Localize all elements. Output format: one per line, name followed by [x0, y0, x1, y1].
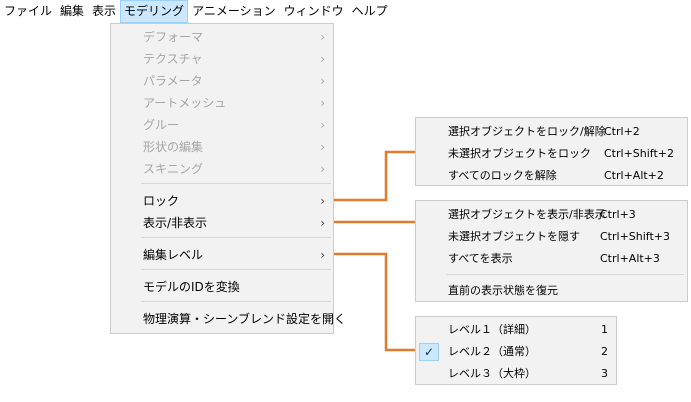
- menu-item-texture: テクスチャ ›: [111, 48, 333, 70]
- shortcut-label: 1: [601, 323, 608, 336]
- menu-item-label: 表示/非表示: [143, 216, 208, 230]
- menu-window[interactable]: ウィンドウ: [283, 4, 344, 18]
- menu-item-label: 物理演算・シーンブレンド設定を開く: [143, 312, 347, 326]
- checkmark-icon: ✓: [419, 343, 439, 361]
- menu-item-label: 直前の表示状態を復元: [448, 284, 558, 297]
- menu-item-label: テクスチャ: [143, 52, 203, 66]
- menu-item-parameter: パラメータ ›: [111, 70, 333, 92]
- menu-item-label: 選択オブジェクトをロック/解除: [448, 125, 606, 138]
- lock-submenu: 選択オブジェクトをロック/解除 Ctrl+2 未選択オブジェクトをロック Ctr…: [415, 117, 688, 186]
- shortcut-label: Ctrl+Alt+2: [604, 169, 664, 182]
- menu-item-label: すべてのロックを解除: [448, 169, 557, 182]
- chevron-right-icon: ›: [320, 140, 325, 154]
- submenu-item-show-all[interactable]: すべてを表示 Ctrl+Alt+3: [416, 248, 687, 270]
- submenu-item-lock-selected[interactable]: 選択オブジェクトをロック/解除 Ctrl+2: [416, 121, 687, 143]
- chevron-right-icon: ›: [320, 162, 325, 176]
- chevron-right-icon: ›: [320, 52, 325, 66]
- menu-modeling[interactable]: モデリング: [120, 0, 189, 23]
- menu-animation[interactable]: アニメーション: [192, 4, 276, 18]
- connector-lock: [334, 150, 415, 202]
- shortcut-label: Ctrl+Shift+2: [604, 147, 675, 160]
- menu-item-label: モデルのIDを変換: [143, 280, 240, 294]
- chevron-right-icon: ›: [320, 30, 325, 44]
- shortcut-label: Ctrl+3: [600, 208, 636, 221]
- menu-item-label: 編集レベル: [143, 248, 204, 262]
- chevron-right-icon: ›: [320, 74, 325, 88]
- menu-item-label: アートメッシュ: [143, 96, 227, 110]
- submenu-item-level-3[interactable]: レベル３（大枠） 3: [416, 363, 616, 385]
- menu-item-label: パラメータ: [143, 74, 203, 88]
- shortcut-label: Ctrl+Alt+3: [600, 252, 660, 265]
- menu-item-lock[interactable]: ロック ›: [111, 190, 333, 212]
- menu-item-label: グルー: [143, 118, 180, 132]
- menu-item-label: 未選択オブジェクトを隠す: [448, 230, 580, 243]
- menu-view[interactable]: 表示: [92, 4, 117, 18]
- menu-file[interactable]: ファイル: [4, 4, 53, 18]
- menu-item-convert-model-id[interactable]: モデルのIDを変換: [111, 276, 333, 298]
- menu-item-label: レベル３（大枠）: [448, 367, 536, 380]
- submenu-item-level-1[interactable]: レベル１（詳細） 1: [416, 319, 616, 341]
- menu-item-label: 形状の編集: [143, 140, 204, 154]
- menu-help[interactable]: ヘルプ: [351, 4, 388, 18]
- separator: [446, 274, 684, 275]
- menu-item-physics-scene-blend[interactable]: 物理演算・シーンブレンド設定を開く: [111, 308, 346, 330]
- menu-item-skinning: スキニング ›: [111, 158, 333, 180]
- menu-item-deformer: デフォーマ ›: [111, 26, 333, 48]
- menu-item-label: スキニング: [143, 162, 204, 176]
- submenu-item-lock-unselected[interactable]: 未選択オブジェクトをロック Ctrl+Shift+2: [416, 143, 687, 165]
- chevron-right-icon: ›: [320, 194, 325, 208]
- menu-item-glue: グルー ›: [111, 114, 333, 136]
- separator: [141, 269, 331, 270]
- shortcut-label: Ctrl+2: [604, 125, 640, 138]
- shortcut-label: Ctrl+Shift+3: [600, 230, 671, 243]
- edit-level-submenu: レベル１（詳細） 1 ✓ レベル２（通常） 2 レベル３（大枠） 3: [415, 316, 617, 385]
- modeling-dropdown: デフォーマ › テクスチャ › パラメータ › アートメッシュ › グルー › …: [110, 23, 346, 334]
- menu-item-edit-shape: 形状の編集 ›: [111, 136, 333, 158]
- menu-item-label: デフォーマ: [143, 30, 204, 44]
- submenu-item-toggle-selected[interactable]: 選択オブジェクトを表示/非表示 Ctrl+3: [416, 204, 687, 226]
- menu-item-artmesh: アートメッシュ ›: [111, 92, 333, 114]
- show-hide-submenu: 選択オブジェクトを表示/非表示 Ctrl+3 未選択オブジェクトを隠す Ctrl…: [415, 200, 688, 302]
- menu-item-label: 選択オブジェクトを表示/非表示: [448, 208, 606, 221]
- shortcut-label: 2: [601, 345, 608, 358]
- menu-item-label: ロック: [143, 194, 180, 208]
- menu-edit[interactable]: 編集: [60, 4, 85, 18]
- separator: [141, 237, 331, 238]
- submenu-item-level-2[interactable]: ✓ レベル２（通常） 2: [416, 341, 616, 363]
- menu-item-label: レベル２（通常）: [448, 345, 536, 358]
- menu-item-label: すべてを表示: [448, 252, 513, 265]
- menu-item-label: レベル１（詳細）: [448, 323, 536, 336]
- submenu-item-restore-visibility[interactable]: 直前の表示状態を復元: [416, 280, 687, 302]
- menubar: ファイル 編集 表示 モデリング アニメーション ウィンドウ ヘルプ: [0, 0, 691, 23]
- separator: [141, 301, 331, 302]
- menu-item-show-hide[interactable]: 表示/非表示 ›: [111, 212, 333, 234]
- shortcut-label: 3: [601, 367, 608, 380]
- connector-edit-level: [334, 252, 415, 352]
- chevron-right-icon: ›: [320, 96, 325, 110]
- menu-item-label: 未選択オブジェクトをロック: [448, 147, 591, 160]
- chevron-right-icon: ›: [320, 248, 325, 262]
- submenu-item-hide-unselected[interactable]: 未選択オブジェクトを隠す Ctrl+Shift+3: [416, 226, 687, 248]
- chevron-right-icon: ›: [320, 216, 325, 230]
- separator: [141, 183, 331, 184]
- menu-item-edit-level[interactable]: 編集レベル ›: [111, 244, 333, 266]
- chevron-right-icon: ›: [320, 118, 325, 132]
- submenu-item-unlock-all[interactable]: すべてのロックを解除 Ctrl+Alt+2: [416, 165, 687, 187]
